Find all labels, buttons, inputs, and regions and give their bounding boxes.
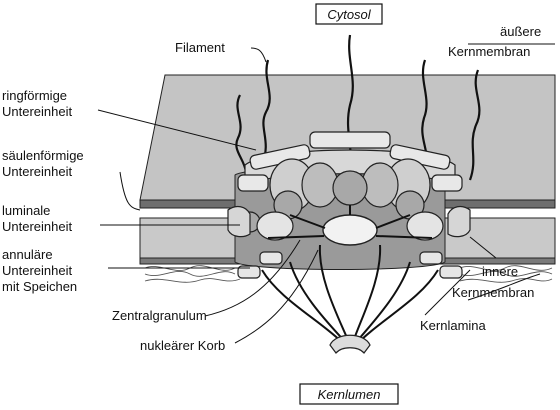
inner-membrane-label-line2: Kernmembran [452, 285, 534, 300]
outer-membrane-label-line2: Kernmembran [448, 44, 530, 59]
luminal-subunit-label-line1: luminale [2, 203, 50, 218]
central-granule-label: Zentralgranulum [112, 308, 207, 323]
luminal-subunit-label-line2: Untereinheit [2, 219, 72, 234]
annular-subunit-label-line2: Untereinheit [2, 263, 72, 278]
annular-subunit-label-line3: mit Speichen [2, 279, 77, 294]
ring-subunit-label-line2: Untereinheit [2, 104, 72, 119]
nuclear-lamina-mesh [144, 265, 553, 283]
distal-basket-ring [329, 334, 371, 354]
cytoplasmic-ring [237, 131, 463, 192]
filament-label: Filament [175, 40, 225, 55]
central-granule [322, 214, 378, 246]
luminal-subunits [227, 205, 471, 241]
outer-membrane-label-line1: äußere [500, 24, 541, 39]
spokes [267, 205, 433, 239]
annular-subunit-label-line1: annuläre [2, 247, 53, 262]
nucleoplasmic-ring [237, 251, 463, 279]
kernlumen-label: Kernlumen [318, 387, 381, 402]
inner-membrane-label-line1: innere [482, 264, 518, 279]
nuclear-lamina-label: Kernlamina [420, 318, 487, 333]
cytosol-label: Cytosol [327, 7, 371, 22]
leader-lines [97, 43, 555, 344]
kernlumen-label-box [299, 383, 399, 405]
ring-subunit-label-line1: ringförmige [2, 88, 67, 103]
nuclear-basket-label: nukleärer Korb [140, 338, 225, 353]
column-subunit-label-line1: säulenförmige [2, 148, 84, 163]
column-subunit-label-line2: Untereinheit [2, 164, 72, 179]
cytosol-label-box [315, 3, 383, 25]
